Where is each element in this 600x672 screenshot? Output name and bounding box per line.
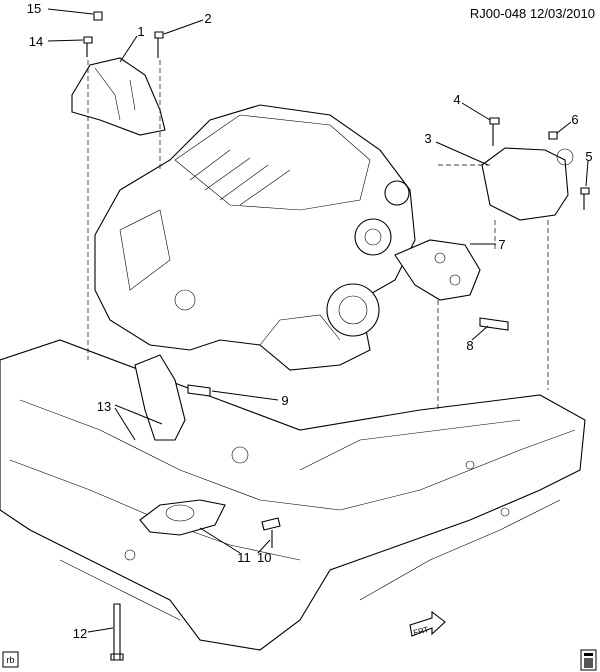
- callout-3: 3: [424, 131, 431, 146]
- callout-1: 1: [137, 24, 144, 39]
- callout-7: 7: [498, 237, 505, 252]
- alignment-lines: [87, 60, 549, 410]
- callout-4: 4: [453, 92, 460, 107]
- callout-10: 10: [257, 550, 271, 565]
- bolts: [83, 11, 590, 661]
- front-arrow-icon: FRT: [409, 610, 446, 638]
- engine-mount-left: [71, 57, 166, 136]
- callout-11: 11: [237, 550, 251, 565]
- leader-lines: [47, 8, 589, 633]
- callout-9: 9: [281, 393, 288, 408]
- engine-cradle: [0, 339, 586, 651]
- callout-13: 13: [97, 399, 111, 414]
- rear-mount: [139, 499, 226, 536]
- oil-spec-icon: [580, 649, 597, 671]
- engine-assembly: [94, 104, 416, 371]
- corner-badge: [2, 651, 19, 668]
- callout-2: 2: [204, 11, 211, 26]
- diagram-header: RJ00-048 12/03/2010: [470, 6, 595, 21]
- svg-text:rb: rb: [6, 655, 14, 665]
- callout-5: 5: [585, 149, 592, 164]
- mount-bracket: [394, 239, 481, 301]
- callout-15: 15: [27, 1, 41, 16]
- callout-8: 8: [466, 338, 473, 353]
- callout-14: 14: [29, 34, 43, 49]
- callout-12: 12: [73, 626, 87, 641]
- callout-6: 6: [571, 112, 578, 127]
- torque-strut-bracket: [134, 354, 186, 441]
- svg-text:FRT: FRT: [412, 625, 429, 638]
- transmission-mount: [481, 147, 574, 221]
